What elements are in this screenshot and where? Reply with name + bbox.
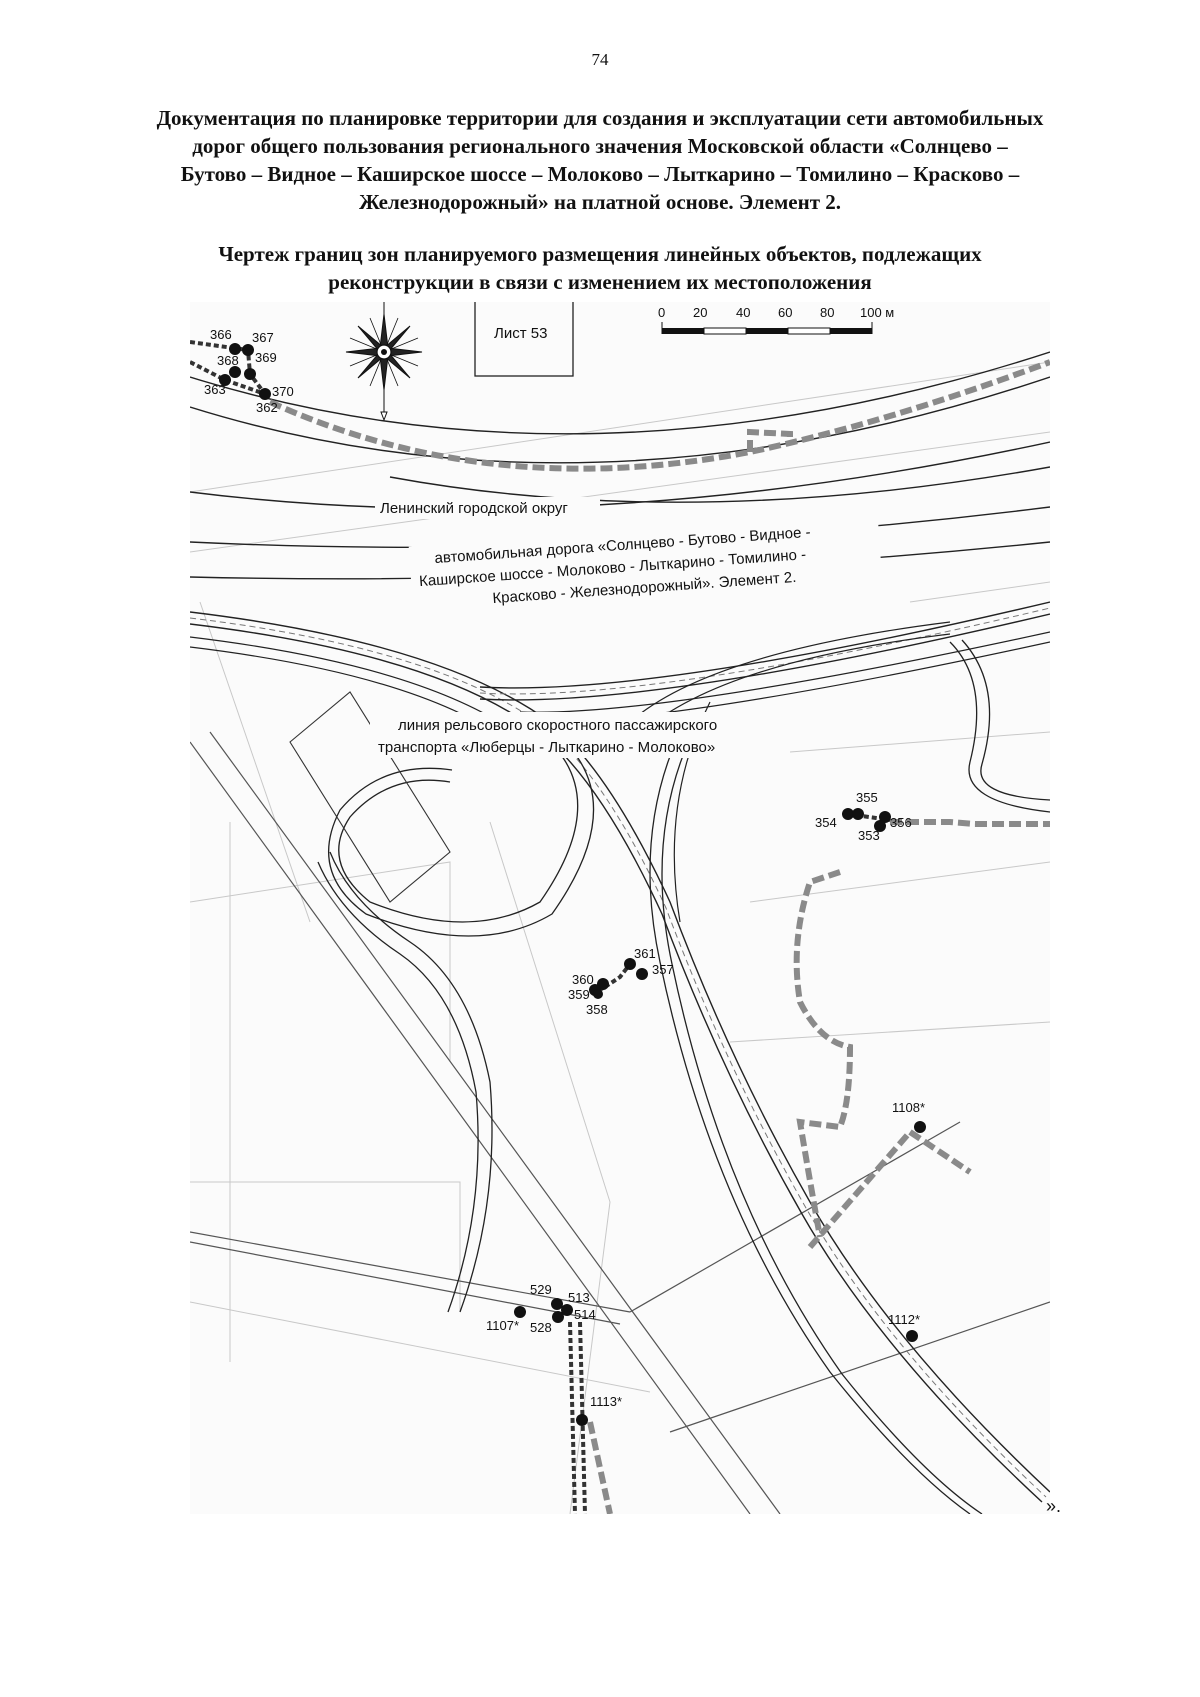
- point-label: 369: [255, 350, 277, 365]
- road-label: автомобильная дорога «Солнцево - Бутово …: [408, 514, 883, 617]
- point-label: 370: [272, 384, 294, 399]
- point-label: 358: [586, 1002, 608, 1017]
- document-title: Документация по планировке территории дл…: [110, 104, 1090, 216]
- point-label: 1112*: [888, 1312, 920, 1327]
- page-number: 74: [591, 50, 609, 69]
- point-label: 357: [652, 962, 674, 977]
- point-label: 514: [574, 1307, 596, 1322]
- point-marker: [514, 1306, 526, 1318]
- point-marker: [229, 343, 241, 355]
- point-label: 1108*: [892, 1100, 925, 1115]
- district-label: Ленинский городской округ: [380, 500, 568, 517]
- point-label: 1113*: [590, 1394, 622, 1409]
- point-label: 356: [890, 815, 912, 830]
- scale-tick-label: 20: [693, 305, 707, 320]
- point-marker: [551, 1298, 563, 1310]
- drawing-title-line: реконструкции в связи с изменением их ме…: [328, 270, 872, 294]
- scale-bar: [661, 322, 873, 335]
- point-label: 513: [568, 1290, 590, 1305]
- survey-points: [219, 343, 926, 1426]
- point-marker: [874, 820, 886, 832]
- document-title-line: Бутово – Видное – Каширское шоссе – Моло…: [180, 162, 1020, 186]
- point-label: 359: [568, 987, 590, 1002]
- point-label: 354: [815, 815, 837, 830]
- scale-tick-label: 0: [658, 305, 665, 320]
- point-label: 362: [256, 400, 278, 415]
- road-right-edge: [949, 639, 1050, 813]
- map-drawing: N Лист 53 0 20 40 60 80 100 м Ленинский …: [190, 302, 1050, 1514]
- drawing-title-line: Чертеж границ зон планируемого размещени…: [218, 242, 982, 266]
- zone-boundary: [268, 359, 1050, 1514]
- point-marker: [842, 808, 854, 820]
- point-label: 363: [204, 382, 226, 397]
- point-marker: [242, 344, 254, 356]
- point-label: 367: [252, 330, 274, 345]
- loop-ramp: [317, 741, 595, 1313]
- point-marker: [561, 1304, 573, 1316]
- point-label: 1107*: [486, 1318, 519, 1333]
- point-label: 361: [634, 946, 656, 961]
- rail-label-bg: [370, 712, 750, 758]
- district-label-bg: [375, 497, 600, 519]
- background-parcels: [190, 361, 1050, 1514]
- point-label: 366: [210, 327, 232, 342]
- point-label: 353: [858, 828, 880, 843]
- sheet-label: Лист 53: [494, 325, 547, 342]
- rail-label-line: линия рельсового скоростного пассажирско…: [398, 717, 717, 734]
- point-label: 529: [530, 1282, 552, 1297]
- point-marker: [879, 811, 891, 823]
- document-title-line: дорог общего пользования регионального з…: [192, 134, 1008, 158]
- sheet-box: [474, 302, 574, 377]
- point-marker: [259, 388, 271, 400]
- compass-rose-icon: [345, 302, 423, 422]
- document-title-line: Железнодорожный» на платной основе. Элем…: [358, 190, 842, 214]
- rail-corridor: [289, 691, 451, 903]
- point-marker: [624, 958, 636, 970]
- map-svg: N Лист 53 0 20 40 60 80 100 м Ленинский …: [190, 302, 1050, 1514]
- scale-tick-label: 100 м: [860, 305, 894, 320]
- closing-mark: ».: [1046, 1496, 1062, 1516]
- point-marker: [906, 1330, 918, 1342]
- point-marker: [244, 368, 256, 380]
- drawing-title: Чертеж границ зон планируемого размещени…: [160, 240, 1040, 296]
- scale-tick-label: 60: [778, 305, 792, 320]
- document-title-line: Документация по планировке территории дл…: [156, 106, 1044, 130]
- point-marker: [636, 968, 648, 980]
- point-marker: [576, 1414, 588, 1426]
- point-label: 528: [530, 1320, 552, 1335]
- scale-tick-label: 80: [820, 305, 834, 320]
- point-marker: [229, 366, 241, 378]
- rail-label-line: транспорта «Люберцы - Лыткарино - Молоко…: [378, 739, 715, 756]
- point-label: 368: [217, 353, 239, 368]
- point-label: 360: [572, 972, 594, 987]
- point-marker: [593, 989, 603, 999]
- point-label: 355: [856, 790, 878, 805]
- point-marker: [914, 1121, 926, 1133]
- scale-tick-label: 40: [736, 305, 750, 320]
- point-marker: [852, 808, 864, 820]
- point-marker: [552, 1311, 564, 1323]
- point-marker: [219, 374, 231, 386]
